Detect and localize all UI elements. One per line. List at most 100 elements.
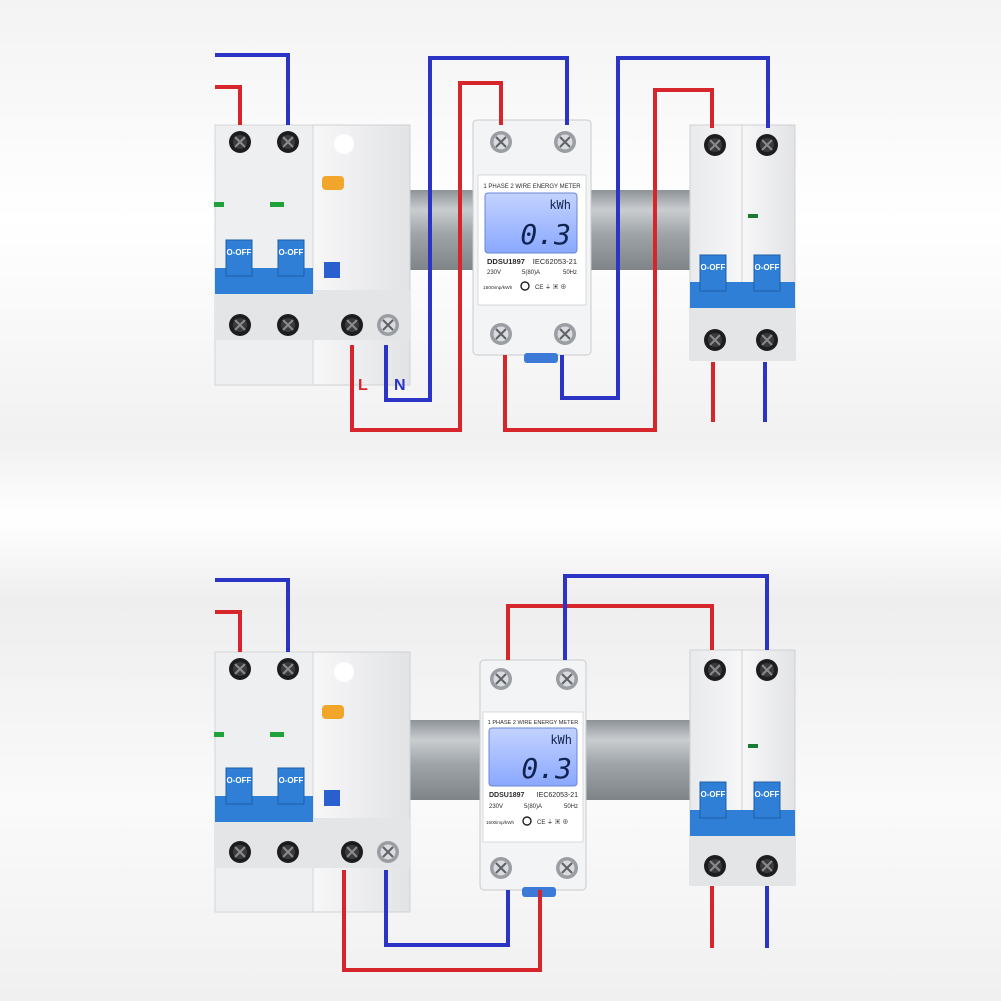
terminal-screw [228,313,252,337]
toggle-lever[interactable] [225,767,253,805]
indicator-window [334,134,354,154]
live-wire-supply [215,85,242,125]
neutral-wire-breaker-to-meter [384,870,510,947]
meter-model: DDSU1897 [489,792,525,799]
terminal-screw [276,840,300,864]
switch-label: O-OFF [227,248,252,257]
sealing-clip [524,353,558,363]
test-button[interactable] [322,705,344,719]
terminal-screw [276,313,300,337]
neutral-label: N [394,377,406,394]
toggle-lever[interactable] [699,254,727,292]
terminal-screw [228,840,252,864]
neutral-wire-meter-to-breaker [563,574,769,660]
certification-marks: CE ⏚ ▣ ⊕ [537,819,568,826]
meter-model: DDSU1897 [487,257,525,266]
terminal-screw [489,667,513,691]
indicator-window [334,662,354,682]
diagram-top: O-OFF O-OFF 1 PHASE 2 WIRE ENERGY METER … [214,53,796,432]
toggle-lever[interactable] [753,781,781,819]
terminal-screw [555,667,579,691]
switch-label: O-OFF [701,790,726,799]
neutral-wire-breaker-to-meter [384,56,569,402]
switch-label: O-OFF [755,790,780,799]
status-indicator [214,732,224,737]
toggle-lever[interactable] [277,767,305,805]
terminal-screw [228,130,252,154]
meter-header: 1 PHASE 2 WIRE ENERGY METER [483,184,581,190]
toggle-lever[interactable] [225,239,253,277]
meter-standard: IEC62053-21 [533,257,577,266]
terminal-screw [228,657,252,681]
meter-voltage: 230V [489,804,503,810]
meter-impulse: 1600imp/kWh [483,285,513,291]
breaker-right: O-OFF O-OFF [689,649,796,886]
live-wire-breaker-to-meter [342,870,542,972]
breaker-left: O-OFF O-OFF [214,124,411,386]
switch-label: O-OFF [279,776,304,785]
reset-square [324,790,340,806]
status-indicator [748,744,758,748]
meter-frequency: 50Hz [563,270,577,276]
meter-header: 1 PHASE 2 WIRE ENERGY METER [488,720,579,726]
terminal-screw [703,658,727,682]
lcd-reading: 0.3 [521,752,572,785]
status-indicator [748,214,758,218]
terminal-screw [755,658,779,682]
live-wire-supply [215,610,242,652]
neutral-wire-meter-to-breaker [560,56,770,400]
energy-meter: 1 PHASE 2 WIRE ENERGY METER kWh 0.3 DDSU… [472,119,592,363]
terminal-screw [489,856,513,880]
certification-marks: CE ⏚ ▣ ⊕ [535,284,566,291]
live-wire-meter-to-breaker [503,88,714,432]
live-label: L [358,377,368,394]
test-button[interactable] [322,176,344,190]
lcd-display [484,192,578,254]
neutral-wire-supply [215,578,290,652]
switch-label: O-OFF [279,248,304,257]
switch-label: O-OFF [227,776,252,785]
meter-current: 5(80)A [522,270,540,276]
terminal-screw [553,130,577,154]
terminal-screw [755,854,779,878]
terminal-screw [376,840,400,864]
lcd-reading: 0.3 [520,218,571,251]
status-indicator [270,202,284,207]
terminal-screw [703,854,727,878]
lcd-unit: kWh [550,733,572,747]
impulse-led [520,281,530,291]
meter-voltage: 230V [487,270,501,276]
wires [215,53,770,432]
toggle-lever[interactable] [753,254,781,292]
switch-label: O-OFF [701,263,726,272]
toggle-lever[interactable] [699,781,727,819]
terminal-screw [755,133,779,157]
terminal-screw [703,328,727,352]
wires [215,574,769,972]
terminal-screw [555,856,579,880]
meter-frequency: 50Hz [564,804,578,810]
terminal-screw [276,657,300,681]
live-wire-breaker-to-meter [350,81,503,432]
terminal-screw [553,322,577,346]
status-indicator [270,732,284,737]
neutral-wire-supply [215,53,290,125]
meter-current: 5(80)A [524,804,542,810]
breaker-right: O-OFF O-OFF [689,124,796,361]
lcd-display [488,727,578,787]
impulse-led [522,816,532,826]
terminal-screw [340,840,364,864]
terminal-screw [755,328,779,352]
toggle-lever[interactable] [277,239,305,277]
reset-square [324,262,340,278]
live-wire-meter-to-breaker [506,604,714,660]
terminal-screw [340,313,364,337]
terminal-screw [489,322,513,346]
breaker-left: O-OFF O-OFF [214,651,411,913]
lcd-unit: kWh [549,198,571,212]
status-indicator [214,202,224,207]
meter-standard: IEC62053-21 [537,792,578,799]
terminal-screw [376,313,400,337]
energy-meter: 1 PHASE 2 WIRE ENERGY METER kWh 0.3 DDSU… [479,659,587,897]
